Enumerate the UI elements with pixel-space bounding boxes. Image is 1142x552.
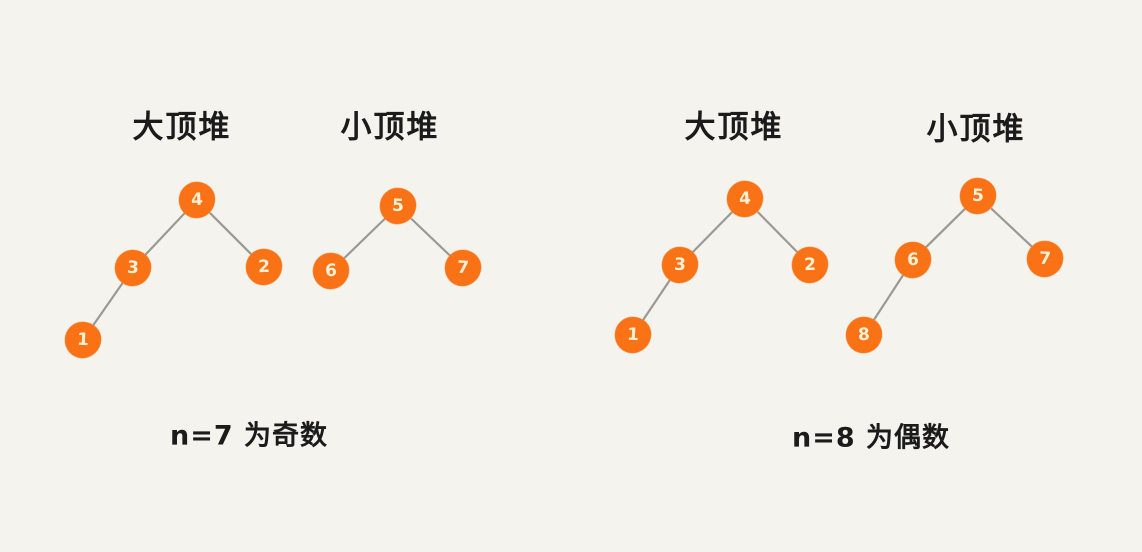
tree-edge (144, 212, 186, 256)
tree-edge (92, 282, 124, 326)
tree-edge (692, 211, 733, 253)
heap-node-even-min-heap-7: 7 (1026, 240, 1064, 278)
tree-edge (343, 218, 386, 259)
heap-node-label: 5 (971, 185, 985, 206)
tree-edge (925, 208, 966, 248)
heap-node-even-max-heap-2: 2 (791, 246, 829, 284)
heap-node-odd-min-heap-6: 6 (312, 252, 350, 290)
heap-node-label: 7 (1038, 248, 1052, 269)
heap-node-label: 6 (906, 249, 920, 270)
tree-edge (209, 212, 252, 255)
caption-even: n=8 为偶数 (791, 422, 951, 454)
heap-node-odd-min-heap-5: 5 (379, 187, 417, 225)
heap-node-odd-min-heap-7: 7 (444, 249, 482, 287)
tree-edge (757, 211, 798, 253)
heap-node-label: 4 (738, 188, 752, 209)
heap-title-even-max-heap: 大顶堆 (684, 109, 784, 146)
heap-node-even-min-heap-8: 8 (845, 316, 883, 354)
heap-node-even-max-heap-1: 1 (614, 316, 652, 354)
heap-title-odd-min-heap: 小顶堆 (340, 109, 440, 146)
tree-edge (642, 279, 671, 321)
tree-edge (990, 207, 1033, 248)
heap-node-odd-max-heap-1: 1 (64, 321, 102, 359)
heap-node-label: 4 (190, 189, 204, 210)
tree-edge (410, 218, 451, 256)
heap-node-even-max-heap-3: 3 (661, 246, 699, 284)
heap-node-even-min-heap-5: 5 (959, 177, 997, 215)
heap-node-even-max-heap-4: 4 (726, 180, 764, 218)
heap-title-odd-max-heap: 大顶堆 (132, 109, 232, 146)
heap-node-label: 5 (391, 195, 405, 216)
heap-node-label: 8 (857, 324, 871, 345)
heap-node-label: 2 (257, 256, 271, 277)
heap-node-odd-max-heap-3: 3 (114, 249, 152, 287)
heap-node-label: 1 (626, 324, 640, 345)
caption-odd: n=7 为奇数 (169, 420, 329, 452)
heap-node-label: 3 (673, 254, 687, 275)
heap-node-even-min-heap-6: 6 (894, 241, 932, 279)
heap-node-odd-max-heap-4: 4 (178, 181, 216, 219)
heap-node-label: 3 (126, 257, 140, 278)
heap-node-label: 1 (76, 329, 90, 350)
heap-node-label: 2 (803, 254, 817, 275)
heap-node-label: 6 (324, 260, 338, 281)
heap-node-odd-max-heap-2: 2 (245, 248, 283, 286)
heap-title-even-min-heap: 小顶堆 (926, 111, 1026, 148)
tree-edge (873, 274, 904, 321)
heap-node-label: 7 (456, 257, 470, 278)
